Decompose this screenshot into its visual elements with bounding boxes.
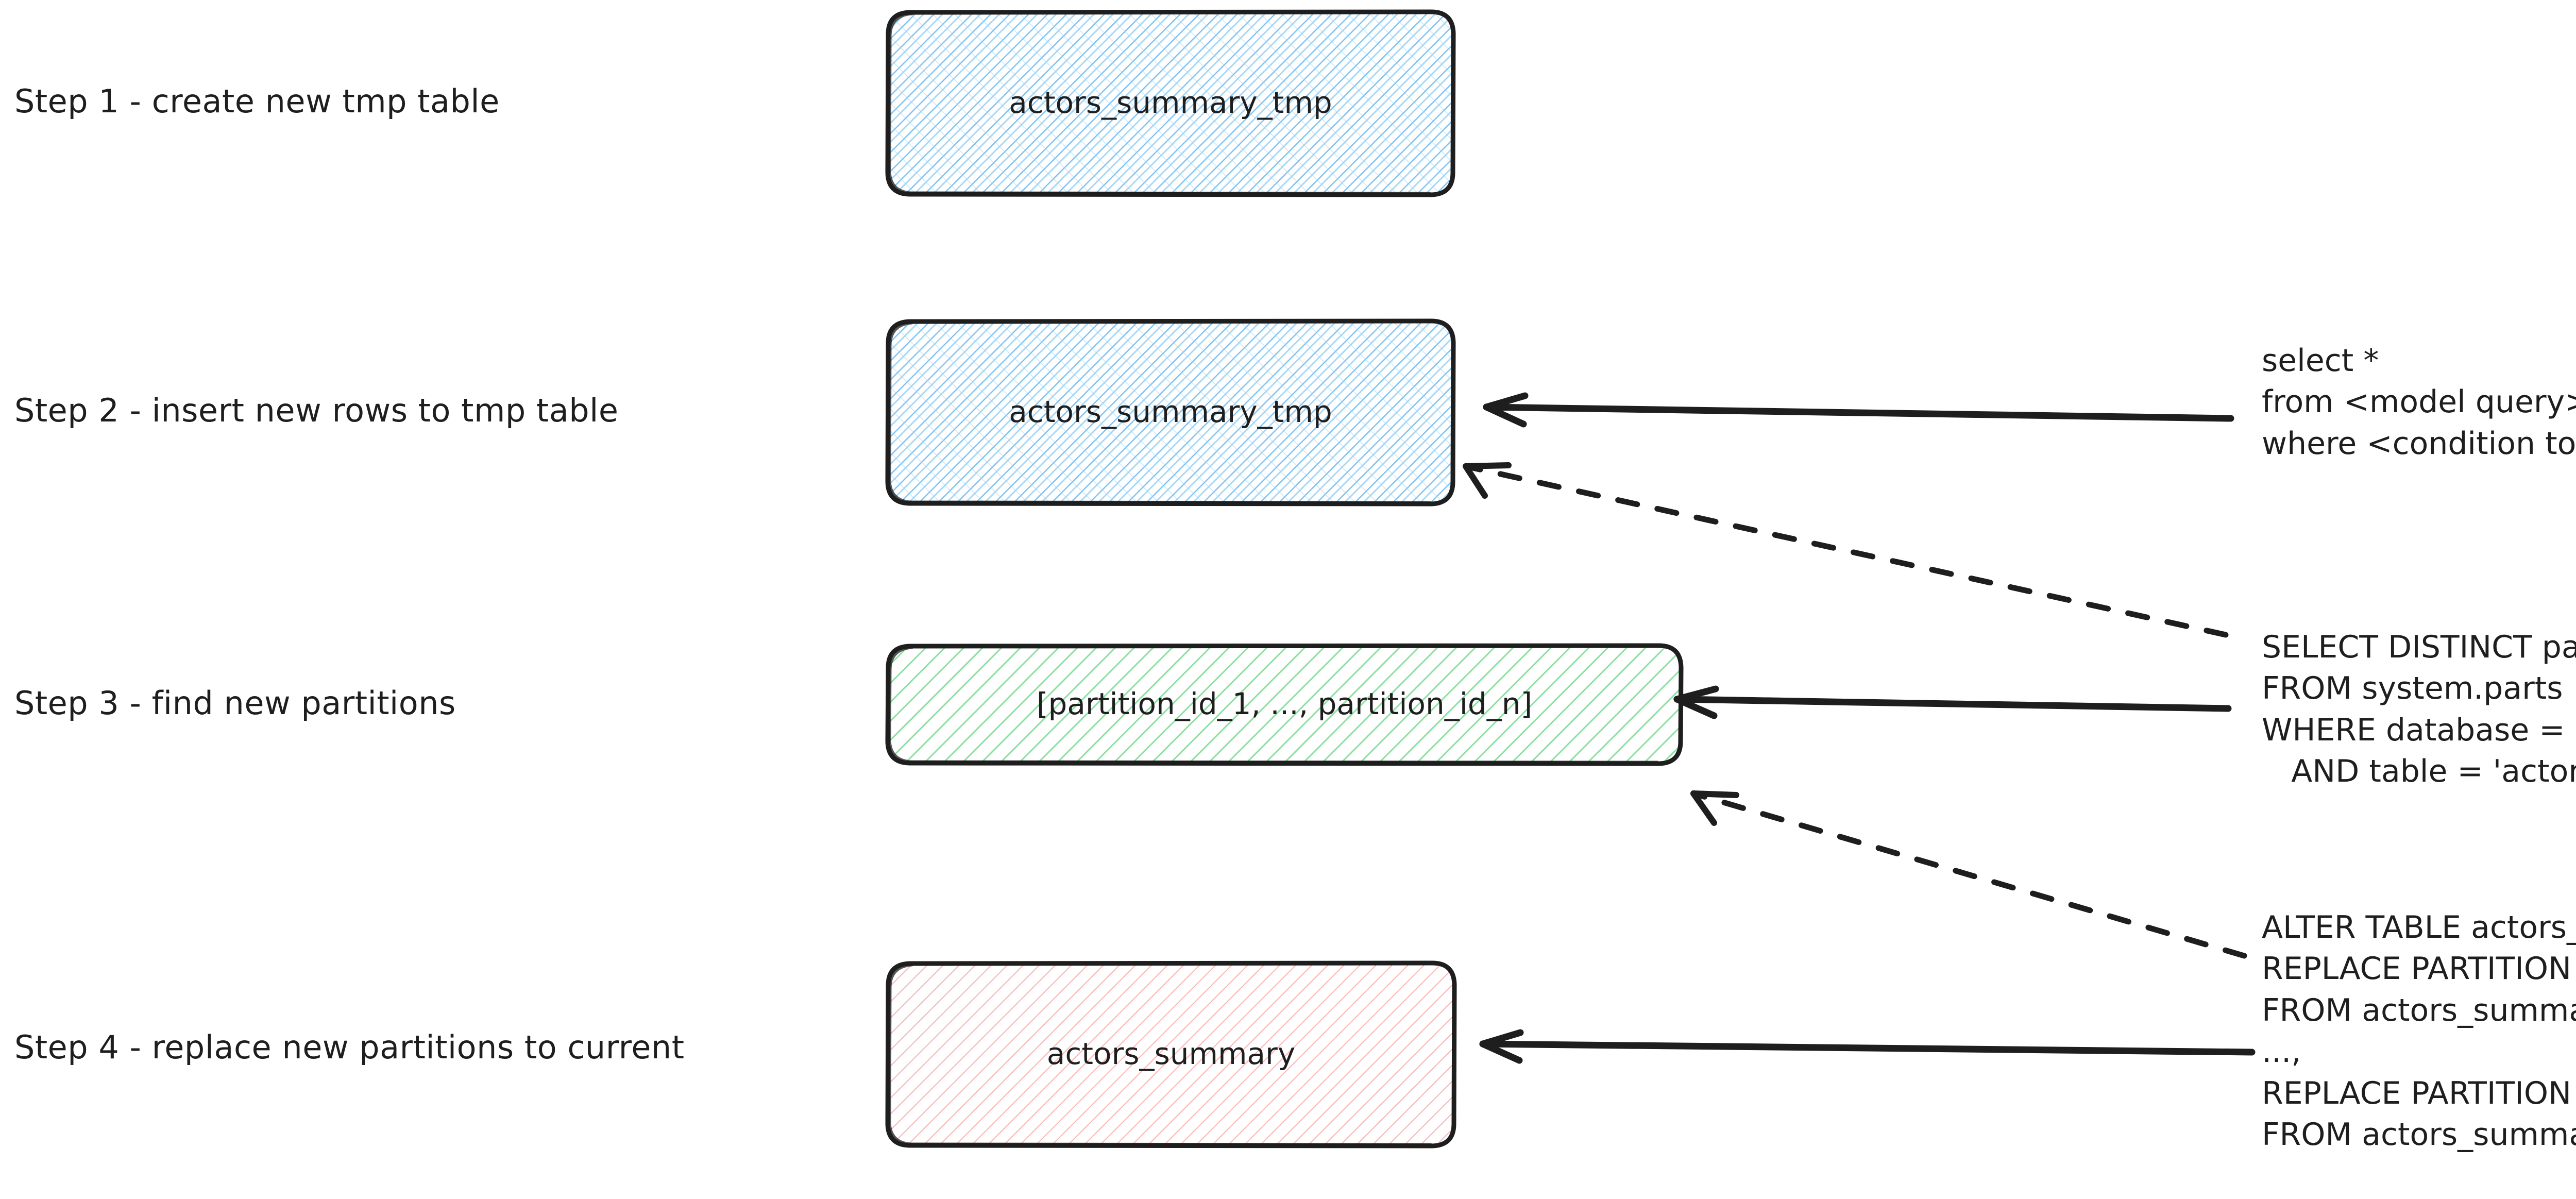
step-3-node-label: [partition_id_1, ..., partition_id_n] (1036, 686, 1533, 721)
step-4-node-shape[interactable] (885, 960, 1457, 1149)
step-3-node-shape[interactable] (885, 643, 1684, 766)
step-2-label: Step 2 - insert new rows to tmp table (14, 392, 619, 429)
step-2-node-label: actors_summary_tmp (1009, 394, 1332, 429)
arrow-sql4-to-box3-dashed (1690, 790, 2247, 959)
arrow-sql3-to-box2-dashed (1463, 462, 2229, 638)
step-1-node-shape[interactable] (885, 9, 1456, 197)
step-4-sql-text: ALTER TABLE actors_summary REPLACE PARTI… (2262, 909, 2576, 1153)
step-3-sql-text: SELECT DISTINCT partition_id FROM system… (2262, 629, 2576, 790)
step-4-label: Step 4 - replace new partitions to curre… (14, 1028, 685, 1066)
arrow-sql2-to-box2 (1483, 392, 2234, 428)
step-3-label: Step 3 - find new partitions (14, 684, 456, 722)
arrow-sql4-to-box4 (1479, 1029, 2256, 1064)
arrow-sql3-to-box3 (1673, 685, 2232, 719)
step-2-node-shape[interactable] (885, 318, 1456, 506)
step-2-sql-text: select * from <model query> where <condi… (2262, 343, 2576, 462)
step-1-node-label: actors_summary_tmp (1009, 85, 1332, 120)
step-4-node-label: actors_summary (1046, 1036, 1296, 1071)
step-1-label: Step 1 - create new tmp table (14, 82, 500, 120)
